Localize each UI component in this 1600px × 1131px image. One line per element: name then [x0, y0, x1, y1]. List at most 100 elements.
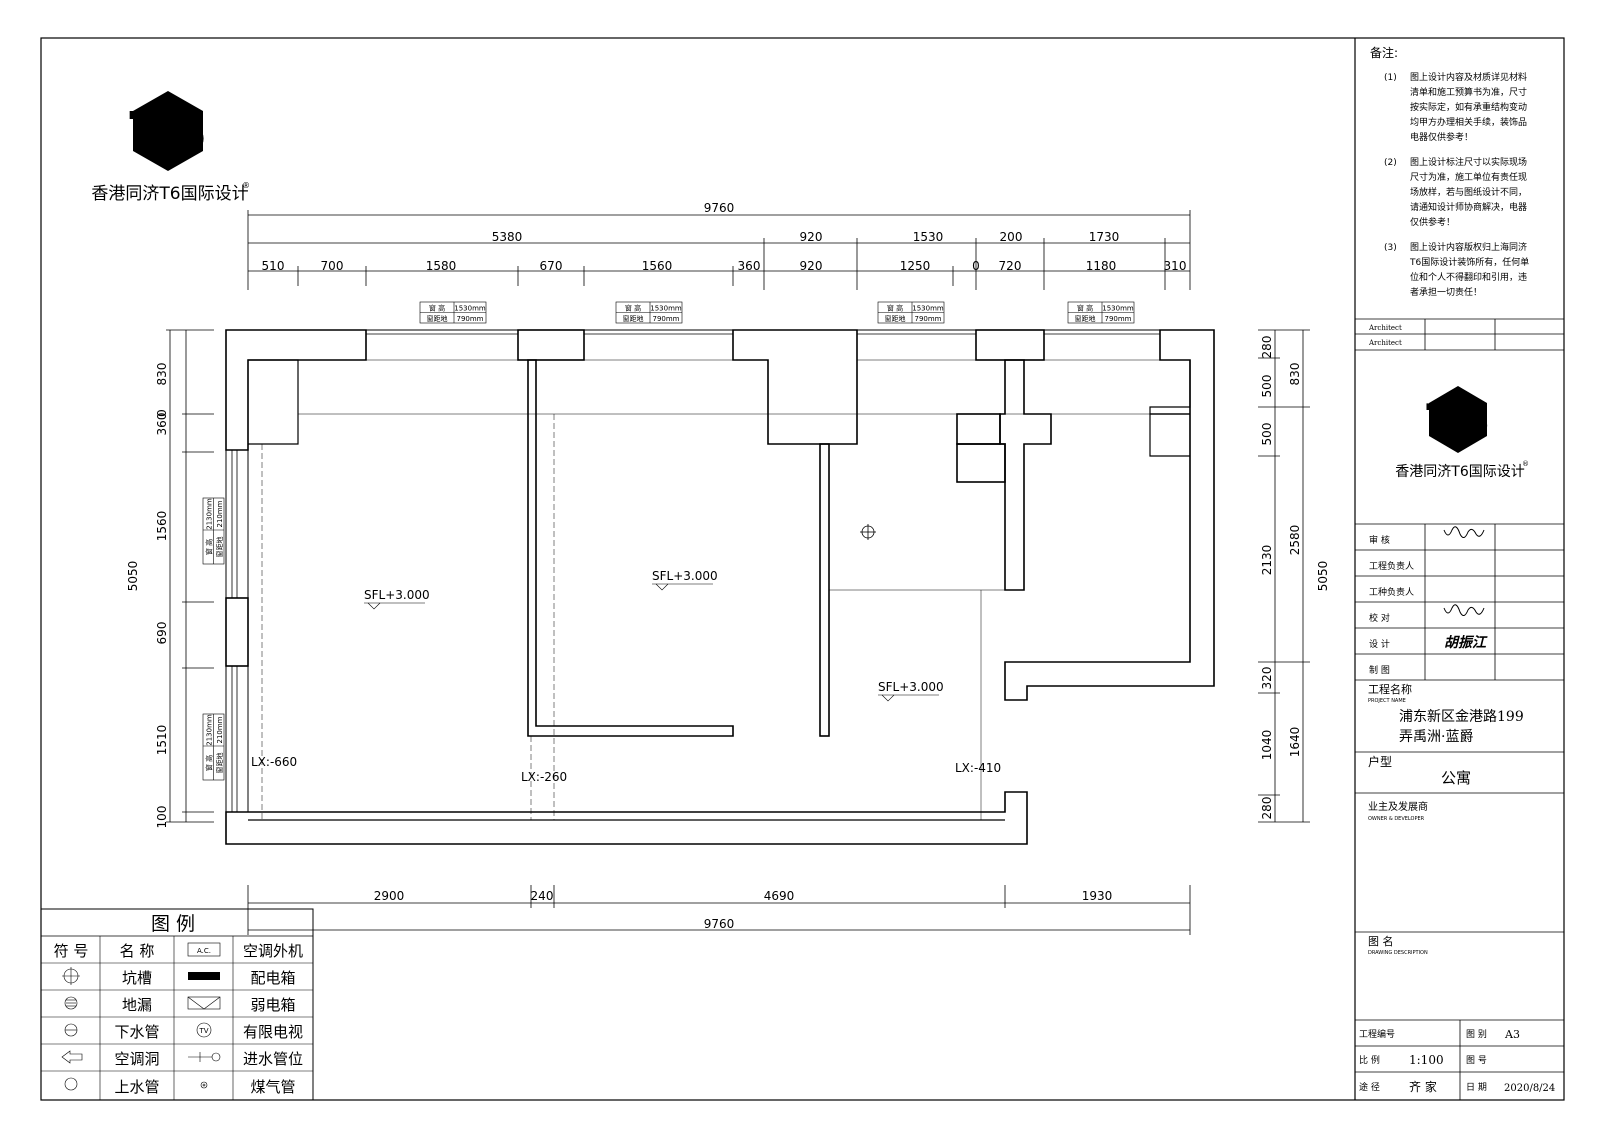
dim-left-row: 830 — [155, 363, 169, 386]
legend-item-name: 配电箱 — [250, 969, 295, 987]
drain-pipe-icon — [64, 1023, 78, 1037]
dim-right-outer: 1640 — [1288, 727, 1302, 758]
dim-right-inner: 500 — [1260, 375, 1274, 398]
svg-text:窗距地: 窗距地 — [215, 537, 224, 558]
dim-top-row2: 1180 — [1086, 259, 1117, 273]
approach-value: 齐 家 — [1409, 1079, 1437, 1094]
approach-label: 途 径 — [1359, 1081, 1380, 1093]
type-value: 公寓 — [1441, 769, 1471, 787]
dim-top-row2: 670 — [540, 259, 563, 273]
note-line: 请通知设计师协商解决，电器 — [1410, 201, 1527, 213]
pit-icon — [860, 524, 876, 540]
notes-section: 备注: (1) 图上设计内容及材质详见材料 清单和施工预算书为准，尺寸 按实际定… — [1370, 45, 1529, 298]
project-label-en: PROJECT NAME — [1368, 698, 1406, 704]
lx-label: LX:-410 — [955, 761, 1001, 775]
company-name: 香港同济T6国际设计 — [1395, 464, 1524, 480]
svg-text:窗距地: 窗距地 — [427, 314, 448, 323]
dim-bottom-total: 9760 — [704, 917, 735, 931]
dim-top-row2: 510 — [262, 259, 285, 273]
legend-title: 图 例 — [151, 913, 195, 935]
company-logo: T6 — [129, 91, 207, 171]
legend-item-name: 坑槽 — [122, 969, 152, 987]
sign-row-label: 制 图 — [1369, 664, 1390, 676]
note-line: 位和个人不得翻印和引用，违 — [1410, 271, 1527, 283]
note-line: 按实际定，如有承重结构变动 — [1410, 101, 1527, 113]
dim-bottom-row: 1930 — [1082, 889, 1113, 903]
legend-item-name: 弱电箱 — [250, 996, 295, 1014]
legend-item-name: 上水管 — [114, 1078, 159, 1096]
dim-left-row: 100 — [155, 806, 169, 829]
notes-title: 备注: — [1370, 45, 1398, 60]
note-line: 清单和施工预算书为准，尺寸 — [1410, 86, 1527, 98]
dim-top-row2: 720 — [999, 259, 1022, 273]
distribution-box-icon — [188, 972, 220, 980]
left-window-tags: 窗 高 2130mm 窗距地 210mm 窗 高 2130mm 窗距地 210m… — [202, 497, 225, 781]
dim-left-total: 5050 — [126, 561, 140, 592]
svg-text:A.C.: A.C. — [197, 947, 211, 955]
dim-top-row1: 5380 — [492, 230, 523, 244]
bottom-dimensions — [247, 885, 1191, 935]
floor-plan — [225, 329, 1215, 845]
logo-mark-text: T6 — [129, 101, 206, 166]
wall-pier — [225, 597, 249, 667]
note-line: 尺寸为准，施工单位有责任现 — [1410, 171, 1527, 183]
lx-label: LX:-660 — [251, 755, 297, 769]
floor-level-label: SFL+3.000 — [364, 588, 430, 602]
owner-label-en: OWNER & DEVELOPER — [1368, 816, 1425, 822]
sign-row-label: 审 核 — [1369, 534, 1390, 546]
dim-top-row1: 920 — [800, 230, 823, 244]
svg-text:窗 高: 窗 高 — [1077, 304, 1093, 313]
dim-left-row: 1510 — [155, 725, 169, 756]
dim-bottom-row: 240 — [531, 889, 554, 903]
top-dimensions — [247, 210, 1191, 290]
window-tag: 窗 高 1530mm 窗距地 790mm — [615, 301, 683, 324]
window-tag: 窗 高 1530mm 窗距地 790mm — [1067, 301, 1135, 324]
title-block — [1355, 318, 1564, 1100]
note-number: (2) — [1384, 158, 1397, 168]
signature-mark — [1443, 526, 1485, 538]
window-tag: 窗 高 2130mm 窗距地 210mm — [202, 497, 225, 565]
dim-top-row2: 0 — [972, 259, 980, 273]
dim-left-row: 1560 — [155, 511, 169, 542]
note-number: (3) — [1384, 243, 1397, 253]
owner-label: 业主及发展商 — [1368, 800, 1428, 813]
legend-item-name: 空调洞 — [114, 1050, 159, 1068]
dim-top-row2: 700 — [321, 259, 344, 273]
pit-icon — [62, 967, 80, 985]
dim-bottom-row: 4690 — [764, 889, 795, 903]
note-number: (1) — [1384, 73, 1397, 83]
sheet-border — [40, 37, 1565, 1101]
note-line: 仅供参考！ — [1410, 216, 1455, 228]
drawing-label: 图 名 — [1368, 934, 1394, 948]
wall-segment — [225, 791, 1028, 845]
svg-text:窗 高: 窗 高 — [429, 304, 445, 313]
dim-left-row: 690 — [155, 622, 169, 645]
note-line: 图上设计标注尺寸以实际现场 — [1410, 156, 1527, 168]
svg-text:1530mm: 1530mm — [650, 305, 682, 313]
legend-item-name: 进水管位 — [243, 1050, 303, 1068]
svg-text:窗距地: 窗距地 — [215, 753, 224, 774]
registered-mark: ® — [242, 181, 250, 190]
svg-text:790mm: 790mm — [1105, 315, 1132, 323]
svg-text:窗距地: 窗距地 — [1075, 314, 1096, 323]
sign-row-label: 设 计 — [1369, 638, 1390, 650]
dim-right-inner: 1040 — [1260, 730, 1274, 761]
dim-top-total: 9760 — [704, 201, 735, 215]
project-name-line: 弄禹洲·蓝爵 — [1399, 729, 1473, 745]
note-line: 场放样，若与图纸设计不同， — [1410, 186, 1527, 198]
wall-segment — [819, 443, 830, 737]
wall-segment — [225, 329, 367, 451]
scale-label: 比 例 — [1359, 1054, 1380, 1066]
svg-text:790mm: 790mm — [457, 315, 484, 323]
wall-pier — [517, 329, 585, 361]
note-line: 图上设计内容及材质详见材料 — [1410, 71, 1527, 83]
dim-right-outer: 2580 — [1288, 525, 1302, 556]
project-label: 工程名称 — [1368, 682, 1412, 696]
svg-text:窗 高: 窗 高 — [205, 539, 214, 555]
svg-text:窗距地: 窗距地 — [885, 314, 906, 323]
type-label: 户型 — [1368, 754, 1392, 769]
svg-text:210mm: 210mm — [216, 500, 224, 527]
ac-unit-icon — [187, 942, 221, 957]
svg-text:窗 高: 窗 高 — [625, 304, 641, 313]
dim-top-row2: 360 — [738, 259, 761, 273]
